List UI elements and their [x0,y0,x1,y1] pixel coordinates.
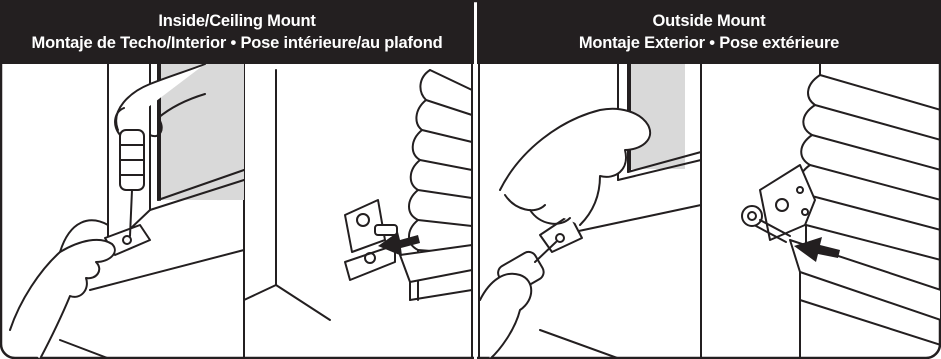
section-title-inside: Inside/Ceiling Mount [158,10,315,32]
section-subtitle-outside: Montaje Exterior • Pose extérieure [579,32,839,54]
section-title-outside: Outside Mount [653,10,766,32]
section-header-outside-mount: Outside Mount Montaje Exterior • Pose ex… [477,0,941,64]
section-subtitle-inside: Montaje de Techo/Interior • Pose intérie… [32,32,443,54]
section-header-inside-mount: Inside/Ceiling Mount Montaje de Techo/In… [0,0,474,64]
